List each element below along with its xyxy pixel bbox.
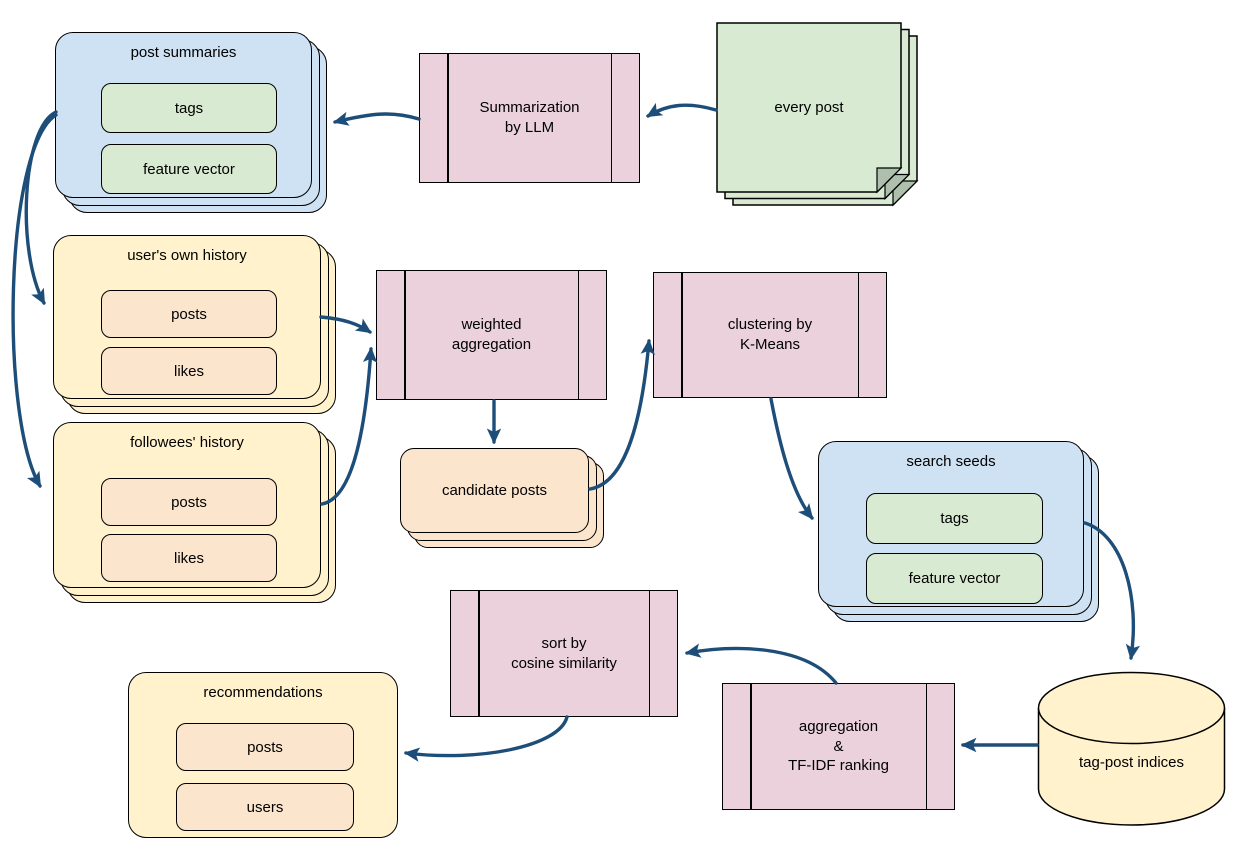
arrow-clustering-kmeans-to-search-seeds [769,397,814,520]
recommendations-field-posts: posts [176,723,354,771]
post-summaries-field-tags: tags [101,83,277,133]
node-every-post: every post [716,22,902,193]
arrow-post-summaries-to-users-own-history [24,110,58,305]
posts-label: posts [171,493,207,511]
arrow-aggregation-tfidf-to-sort-cosine [684,643,838,685]
node-post-summaries: post summaries tags feature vector [55,32,312,198]
users-own-history-title: user's own history [127,247,247,264]
sort-cosine-label: sort by cosine similarity [511,634,617,672]
node-clustering-kmeans: clustering by K-Means [653,272,887,398]
candidate-posts-label: candidate posts [441,482,548,499]
tags-label: tags [174,99,204,117]
users-label: users [246,798,284,816]
node-candidate-posts: candidate posts [400,448,589,533]
arrow-every-post-to-summarization [646,102,718,118]
feature-vector-label: feature vector [908,570,1001,587]
followees-history-field-posts: posts [101,478,277,526]
search-seeds-field-tags: tags [866,493,1043,544]
recommendations-title: recommendations [203,684,323,701]
post-summaries-field-feature-vector: feature vector [101,144,277,194]
node-followees-history: followees' history posts likes [53,422,321,588]
followees-history-field-likes: likes [101,534,277,582]
posts-label: posts [171,305,207,323]
node-recommendations: recommendations posts users [128,672,398,838]
clustering-kmeans-label: clustering by K-Means [727,316,813,353]
feature-vector-label: feature vector [143,160,235,178]
likes-label: likes [173,549,204,567]
followees-history-title: followees' history [130,434,244,451]
posts-label: posts [247,738,283,756]
node-weighted-aggregation: weighted aggregation [376,270,607,400]
tag-post-indices-label: tag-post indices [1078,753,1185,771]
users-own-history-field-likes: likes [101,347,277,395]
search-seeds-title: search seeds [906,453,996,470]
aggregation-tfidf-label: aggregation & TF-IDF ranking [788,717,889,775]
summarization-label: Summarization by LLM [479,99,580,136]
arrow-summarization-to-post-summaries [332,111,421,126]
document-stack-icon [716,22,919,207]
node-aggregation-tfidf-ranking: aggregation & TF-IDF ranking [722,683,955,810]
tags-label: tags [940,510,969,527]
likes-label: likes [173,362,204,380]
arrow-sort-cosine-to-recommendations [403,715,569,762]
node-search-seeds: search seeds tags feature vector [818,441,1084,607]
weighted-aggregation-label: weighted aggregation [451,316,532,353]
node-tag-post-indices: tag-post indices [1037,671,1226,827]
every-post-label: every post [774,99,844,116]
database-cylinder-icon [1037,671,1226,826]
search-seeds-field-feature-vector: feature vector [866,553,1043,604]
node-summarization-by-llm: Summarization by LLM [419,53,640,183]
recommendations-field-users: users [176,783,354,831]
node-sort-cosine-similarity: sort by cosine similarity [450,590,678,717]
arrow-post-summaries-to-followees-history [11,113,58,488]
users-own-history-field-posts: posts [101,290,277,338]
post-summaries-title: post summaries [130,44,237,61]
node-users-own-history: user's own history posts likes [53,235,321,399]
